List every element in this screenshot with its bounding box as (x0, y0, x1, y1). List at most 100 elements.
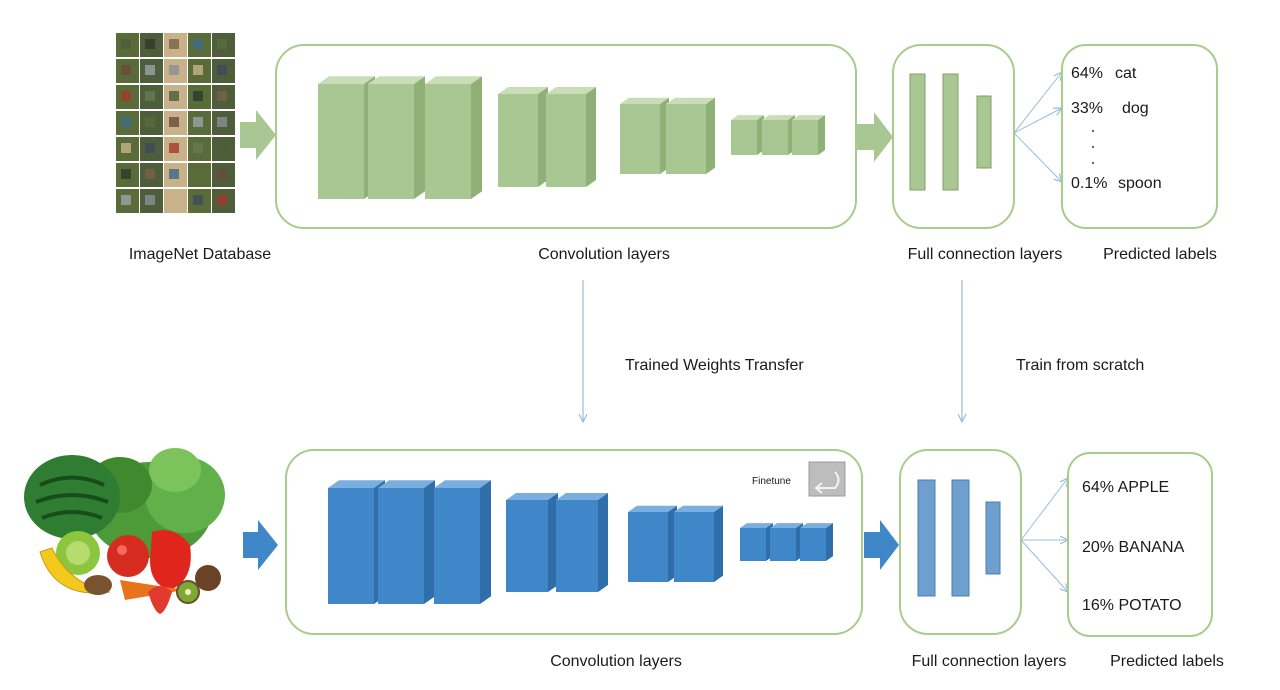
imagenet-thumbnail-detail (121, 91, 131, 101)
fruits-vegetables-image (24, 448, 225, 614)
input-arrow-bottom (243, 520, 278, 570)
top-pred-2-name: dog (1122, 100, 1149, 117)
prediction-arrows-top (1013, 72, 1062, 182)
top-pred-ellipsis (1092, 130, 1094, 164)
bottom-pred-1: 64% APPLE (1082, 479, 1169, 496)
imagenet-thumbnail-detail (169, 117, 179, 127)
imagenet-thumbnail-detail (193, 39, 203, 49)
fc-bar-bottom-2 (951, 479, 970, 597)
conv-layers-box-bottom (285, 449, 863, 635)
bottom-pred-2: 20% BANANA (1082, 539, 1185, 556)
imagenet-thumbnail-detail (145, 91, 155, 101)
predicted-labels-label-top: Predicted labels (1103, 246, 1217, 263)
conv-blocks-top (318, 76, 825, 199)
conv-block-top-2 (368, 76, 425, 199)
conv-block-top-1 (318, 76, 375, 199)
conv-block-bottom-4 (506, 493, 558, 592)
imagenet-thumbnail-detail (145, 65, 155, 75)
conv-block-bottom-3 (434, 480, 491, 604)
predicted-labels-box-top (1061, 44, 1218, 229)
imagenet-thumbnail-detail (217, 65, 227, 75)
bottom-pred-3: 16% POTATO (1082, 597, 1182, 614)
imagenet-thumbnail-detail (193, 91, 203, 101)
conv-to-fc-arrow-bottom (864, 520, 899, 570)
fc-layers-label-top: Full connection layers (908, 246, 1063, 263)
conv-block-top-7 (666, 97, 715, 174)
conv-layers-label-bottom: Convolution layers (550, 653, 682, 670)
fc-bar-bottom-3 (985, 501, 1001, 575)
fc-bar-bottom-1 (917, 479, 936, 597)
top-pred-3-name: spoon (1118, 175, 1162, 192)
imagenet-thumbnail-detail (121, 39, 131, 49)
conv-block-bottom-10 (800, 523, 833, 561)
imagenet-thumbnail-detail (217, 143, 227, 153)
fc-layers-box-top (892, 44, 1015, 229)
imagenet-thumbnail-detail (145, 169, 155, 179)
imagenet-thumbnail-detail (193, 195, 203, 205)
imagenet-thumbnail-detail (121, 195, 131, 205)
imagenet-thumbnail-detail (217, 117, 227, 127)
conv-block-bottom-6 (628, 505, 677, 582)
fc-bar-top-1 (909, 73, 926, 191)
imagenet-thumbnail-detail (121, 117, 131, 127)
fc-layers-box-bottom (899, 449, 1022, 635)
conv-layers-label-top: Convolution layers (538, 246, 670, 263)
imagenet-thumbnail-detail (193, 117, 203, 127)
predicted-labels-box-bottom (1067, 452, 1213, 637)
conv-block-top-8 (731, 115, 764, 155)
finetune-icon (808, 461, 846, 497)
fc-bars-top (909, 73, 992, 191)
conv-block-top-4 (498, 87, 548, 187)
conv-block-bottom-5 (556, 493, 608, 592)
imagenet-thumbnail-detail (217, 39, 227, 49)
imagenet-thumbnail-detail (169, 195, 179, 205)
conv-to-fc-arrow-top (857, 112, 893, 162)
imagenet-thumbnail-detail (145, 39, 155, 49)
imagenet-thumbnail-detail (121, 143, 131, 153)
finetune-label: Finetune (752, 476, 791, 487)
fc-bar-top-3 (976, 95, 992, 169)
conv-block-top-3 (425, 76, 482, 199)
imagenet-thumbnail-detail (217, 195, 227, 205)
imagenet-thumbnail-detail (193, 65, 203, 75)
imagenet-thumbnail-detail (121, 169, 131, 179)
conv-block-bottom-1 (328, 480, 385, 604)
imagenet-thumbnail-detail (217, 91, 227, 101)
top-pred-3-pct: 0.1% (1071, 175, 1107, 192)
imagenet-thumbnail-detail (169, 169, 179, 179)
predicted-labels-label-bottom: Predicted labels (1110, 653, 1224, 670)
conv-block-bottom-2 (378, 480, 435, 604)
top-pred-2-pct: 33% (1071, 100, 1103, 117)
conv-layers-box-top (275, 44, 857, 229)
fc-bars-bottom (917, 479, 1001, 597)
imagenet-thumbnail-detail (121, 65, 131, 75)
train-from-scratch-label: Train from scratch (1016, 357, 1144, 374)
imagenet-thumbnail-detail (193, 143, 203, 153)
top-pred-1-pct: 64% (1071, 65, 1103, 82)
fc-bar-top-2 (942, 73, 959, 191)
top-pred-1-name: cat (1115, 65, 1137, 82)
conv-block-top-6 (620, 97, 669, 174)
conv-block-top-5 (546, 87, 596, 187)
conv-block-bottom-7 (674, 505, 723, 582)
conv-blocks-bottom (328, 480, 833, 604)
imagenet-thumbnail-detail (169, 39, 179, 49)
imagenet-database-label: ImageNet Database (129, 246, 271, 263)
prediction-arrows-bottom (1020, 478, 1068, 592)
weights-transfer-label: Trained Weights Transfer (625, 357, 804, 374)
imagenet-thumbnail-detail (145, 195, 155, 205)
input-arrow-top (240, 110, 276, 160)
imagenet-thumbnail-detail (217, 169, 227, 179)
imagenet-thumbnail-detail (169, 91, 179, 101)
imagenet-thumbnail-detail (145, 117, 155, 127)
conv-block-bottom-8 (740, 523, 773, 561)
imagenet-thumbnail-detail (145, 143, 155, 153)
fc-layers-label-bottom: Full connection layers (912, 653, 1067, 670)
imagenet-thumbnail-detail (193, 169, 203, 179)
imagenet-sample-grid (116, 33, 235, 213)
conv-block-top-9 (762, 115, 795, 155)
conv-block-top-10 (792, 115, 825, 155)
imagenet-thumbnail-detail (169, 143, 179, 153)
conv-block-bottom-9 (770, 523, 803, 561)
